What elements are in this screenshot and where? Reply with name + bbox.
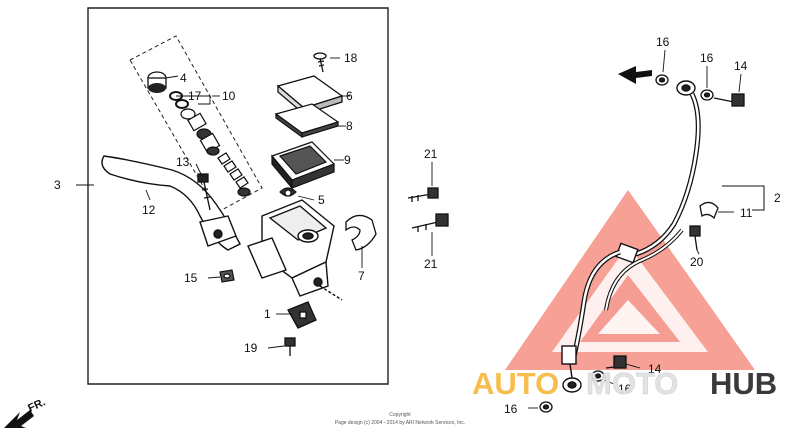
label-part-10: 10 bbox=[222, 89, 236, 103]
part-16-washers bbox=[539, 74, 714, 413]
part-21-bolt-upper bbox=[407, 187, 439, 202]
label-part-2: 2 bbox=[774, 191, 781, 205]
part-1-switch bbox=[287, 301, 317, 329]
label-part-12: 12 bbox=[142, 203, 156, 217]
part-19-screw bbox=[284, 337, 296, 356]
watermark-logo bbox=[505, 190, 755, 370]
part-2-bracket bbox=[722, 185, 765, 211]
label-part-11: 11 bbox=[740, 206, 753, 220]
watermark-auto: AUTO bbox=[472, 366, 559, 401]
label-part-9: 9 bbox=[344, 153, 351, 167]
part-20-bolt bbox=[689, 225, 701, 251]
front-arrow-icon bbox=[4, 410, 34, 428]
part-9-diaphragm bbox=[270, 141, 336, 190]
part-number-labels: 4 17 10 18 6 8 9 5 3 13 12 7 15 1 19 21 … bbox=[54, 35, 781, 416]
label-part-5: 5 bbox=[318, 193, 325, 207]
part-15-nut bbox=[219, 269, 235, 283]
part-11-hose-clamp bbox=[699, 201, 719, 220]
label-part-15: 15 bbox=[184, 271, 198, 285]
part-13-pivot-bolt bbox=[197, 173, 211, 211]
label-part-3: 3 bbox=[54, 178, 61, 192]
watermark-wordmark: AUTO MOTO HUB bbox=[472, 366, 777, 402]
part-4-cap bbox=[147, 71, 167, 93]
label-part-14-a: 14 bbox=[734, 59, 748, 73]
part-14-banjo-bolts bbox=[605, 93, 745, 369]
copyright-notice: Page design (c) 2004 - 2014 by ARI Netwo… bbox=[335, 420, 465, 426]
label-part-21-upper: 21 bbox=[424, 147, 438, 161]
part-5-clip bbox=[279, 187, 297, 197]
part-18-screw bbox=[313, 52, 327, 73]
label-part-16-b: 16 bbox=[700, 51, 714, 65]
label-part-6: 6 bbox=[346, 89, 353, 103]
exploded-parts-dashed-bracket bbox=[129, 35, 263, 213]
watermark-hub: HUB bbox=[710, 366, 777, 401]
master-cylinder-frame bbox=[87, 7, 389, 385]
label-part-19: 19 bbox=[244, 341, 258, 355]
label-part-17: 17 bbox=[188, 89, 202, 103]
watermark-moto: MOTO bbox=[586, 366, 678, 401]
brake-hose-assembly bbox=[561, 80, 701, 393]
label-part-18: 18 bbox=[344, 51, 358, 65]
label-part-16-a: 16 bbox=[656, 35, 670, 49]
label-part-16-d: 16 bbox=[504, 402, 518, 416]
part-10-piston-set bbox=[180, 108, 251, 197]
front-direction-label: FR. bbox=[26, 396, 47, 414]
flow-arrow bbox=[618, 66, 652, 84]
label-part-1: 1 bbox=[264, 307, 271, 321]
part-17-circlip bbox=[169, 91, 189, 109]
label-part-4: 4 bbox=[180, 71, 187, 85]
part-7-holder bbox=[345, 214, 377, 251]
label-part-21-lower: 21 bbox=[424, 257, 438, 271]
label-part-14-b: 14 bbox=[648, 362, 662, 376]
label-part-16-c: 16 bbox=[618, 382, 632, 396]
front-direction-indicator: FR. bbox=[4, 396, 47, 428]
watermark-core-hole bbox=[598, 300, 660, 334]
copyright-title: Copyright bbox=[389, 412, 411, 418]
label-part-13: 13 bbox=[176, 155, 190, 169]
label-part-20: 20 bbox=[690, 255, 704, 269]
part-8-diaphragm-plate bbox=[274, 103, 340, 139]
master-cylinder-body bbox=[247, 199, 343, 301]
label-part-8: 8 bbox=[346, 119, 353, 133]
label-part-7: 7 bbox=[358, 269, 365, 283]
part-21-bolt-lower bbox=[411, 213, 449, 232]
leader-lines bbox=[76, 49, 742, 409]
part-12-brake-lever bbox=[101, 155, 241, 251]
